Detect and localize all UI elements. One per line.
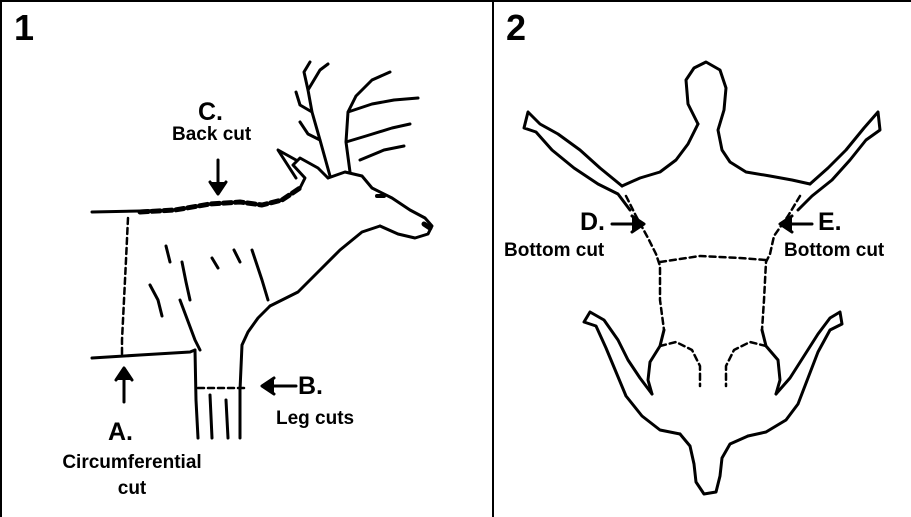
label-e-text: Bottom cut [784, 240, 884, 262]
deer-chest [240, 306, 270, 438]
deer-illustration [92, 62, 432, 438]
deer-leg-3 [226, 400, 228, 438]
hide-front-leg-right [798, 112, 880, 210]
deer-leg-2 [210, 395, 212, 438]
hide-cut-e [762, 196, 800, 330]
label-e-letter: E. [818, 208, 842, 237]
deer-antler-right [346, 72, 418, 172]
hide-tail [680, 434, 748, 494]
hide-head [686, 62, 810, 184]
arrow-c [210, 160, 226, 194]
hide-illustration [524, 62, 880, 494]
label-b-letter: B. [298, 372, 323, 401]
label-d-letter: D. [580, 208, 605, 237]
deer-leg-1 [195, 350, 198, 438]
label-d-text: Bottom cut [504, 240, 604, 262]
deer-throat [270, 226, 380, 306]
label-a-text-line2: cut [38, 478, 226, 500]
arrow-a [116, 368, 132, 402]
label-c-text: Back cut [172, 124, 251, 146]
label-a-text-line1: Circumferential [38, 452, 226, 474]
panel-number-2: 2 [506, 10, 526, 46]
deer-circumferential-cut [122, 218, 128, 356]
deer-head [328, 172, 432, 238]
hide-belly-cut [660, 256, 766, 262]
label-c-letter: C. [198, 98, 223, 127]
label-a-letter: A. [108, 418, 133, 447]
arrow-d [612, 216, 644, 232]
deer-shoulder [180, 300, 200, 350]
arrow-b [262, 378, 296, 394]
deer-belly [92, 350, 195, 358]
hide-rear-leg-left [584, 312, 680, 434]
label-b-text: Leg cuts [276, 408, 354, 430]
arrow-e [780, 216, 812, 232]
hide-front-leg-left [524, 112, 630, 210]
panel-number-1: 1 [14, 10, 34, 46]
